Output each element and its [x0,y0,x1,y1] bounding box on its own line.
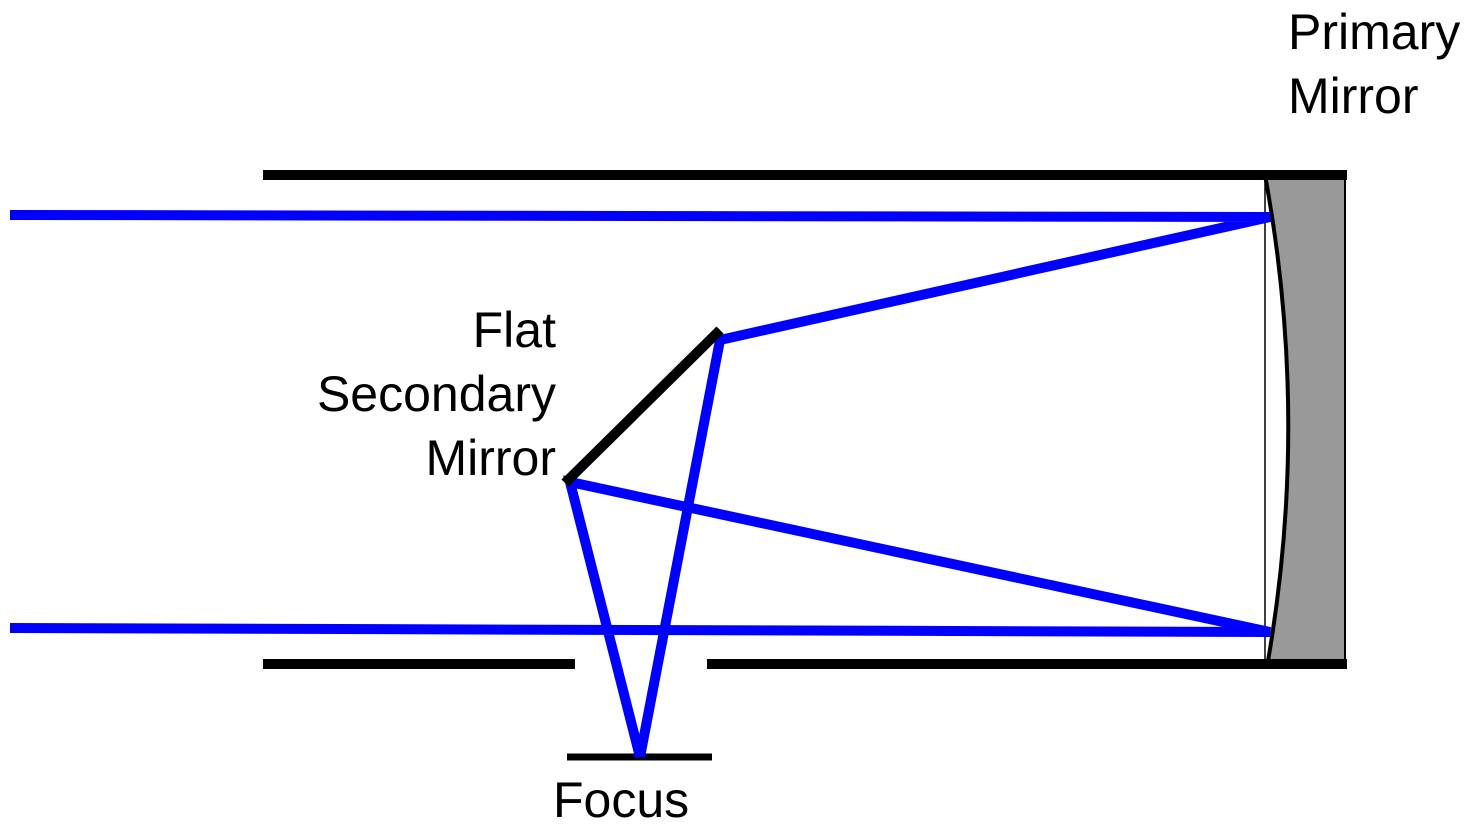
secondary-mirror-label: Flat Secondary Mirror [317,298,556,490]
primary-mirror-label-line2: Mirror [1288,68,1419,124]
secondary-mirror-label-line1: Flat [472,302,556,358]
light-ray-top [9,210,1272,758]
secondary-mirror [561,326,724,487]
primary-mirror-label: Primary Mirror [1288,0,1460,128]
secondary-mirror-label-line2: Secondary [316,366,556,422]
primary-mirror-label-line1: Primary [1288,4,1461,60]
secondary-mirror-label-line3: Mirror [425,430,556,486]
primary-mirror-surface [1263,174,1291,662]
light-ray-bottom [9,475,1272,759]
focus-label: Focus [553,772,690,828]
